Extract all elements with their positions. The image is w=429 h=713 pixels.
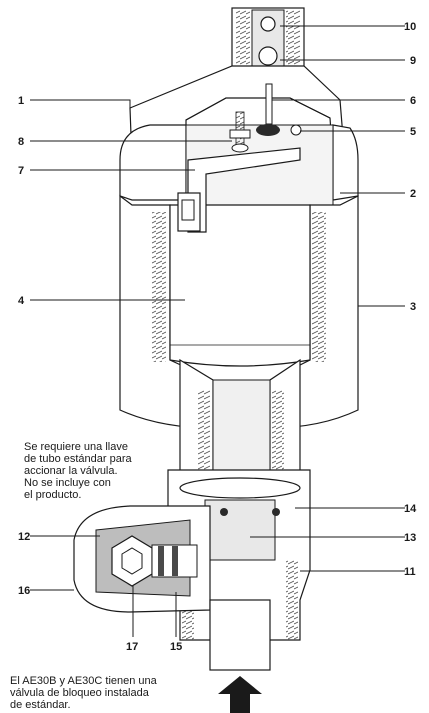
callout-leaders bbox=[30, 25, 405, 637]
callout-16: 16 bbox=[18, 585, 30, 597]
callout-10: 10 bbox=[404, 21, 416, 33]
callout-5: 5 bbox=[410, 126, 416, 138]
bottom-inlet-fitting bbox=[209, 599, 271, 671]
flow-direction-arrow-icon bbox=[218, 676, 262, 713]
callout-labels: 1 2 3 4 5 6 7 8 9 10 11 12 13 14 15 16 1… bbox=[18, 21, 417, 653]
callout-4: 4 bbox=[18, 295, 25, 307]
shutoff-valve-note: El AE30B y AE30C tienen una válvula de b… bbox=[10, 675, 157, 711]
callout-15: 15 bbox=[170, 641, 182, 653]
valve-neck bbox=[179, 358, 301, 479]
callout-8: 8 bbox=[18, 136, 24, 148]
wrench-required-note: Se requiere una llave de tubo estándar p… bbox=[24, 441, 132, 501]
top-outlet-fitting bbox=[231, 7, 305, 71]
callout-2: 2 bbox=[410, 188, 416, 200]
float-canister bbox=[169, 204, 311, 367]
callout-17: 17 bbox=[126, 641, 138, 653]
callout-6: 6 bbox=[410, 95, 416, 107]
callout-3: 3 bbox=[410, 301, 416, 313]
callout-9: 9 bbox=[410, 55, 416, 67]
callout-12: 12 bbox=[18, 531, 30, 543]
callout-7: 7 bbox=[18, 165, 24, 177]
callout-1: 1 bbox=[18, 95, 24, 107]
callout-13: 13 bbox=[404, 532, 416, 544]
callout-11: 11 bbox=[404, 566, 416, 578]
shutoff-knob bbox=[73, 505, 211, 613]
lever-mechanism bbox=[177, 83, 302, 233]
callout-14: 14 bbox=[404, 503, 417, 515]
